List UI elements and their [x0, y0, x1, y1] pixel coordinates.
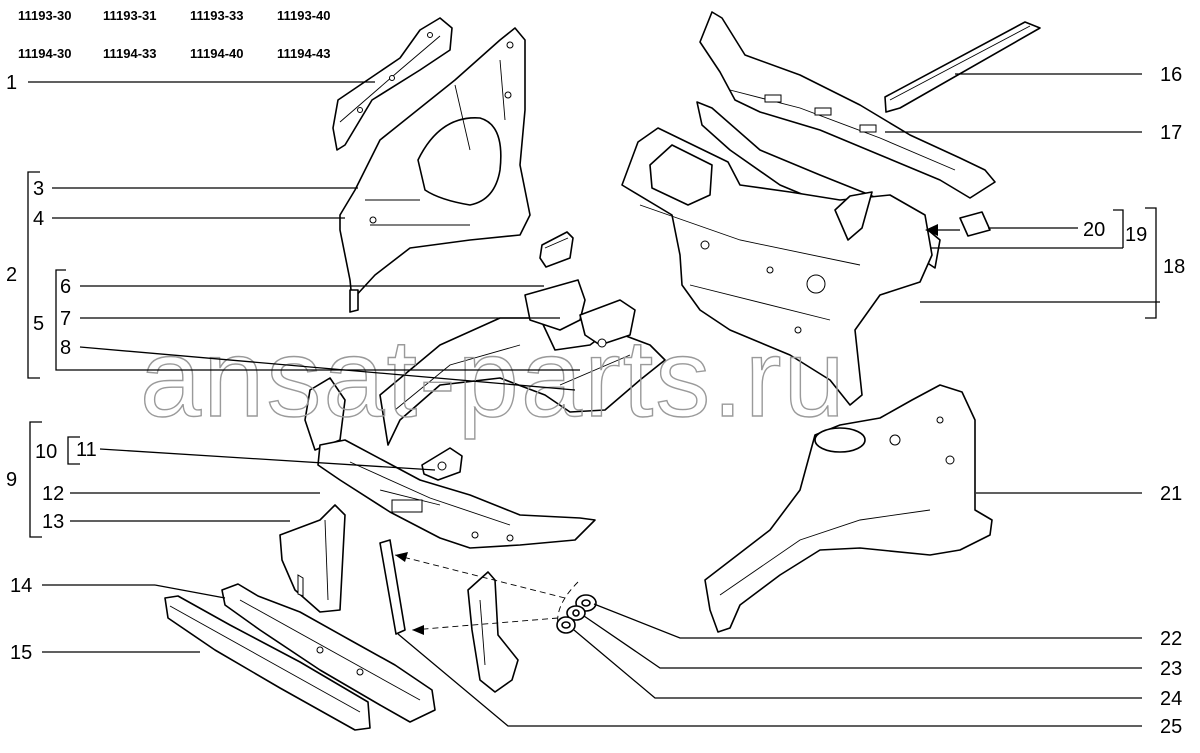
callout-2: 2	[6, 264, 17, 286]
part-15-bumper-beam	[164, 595, 371, 731]
model-code: 11194-33	[103, 46, 157, 61]
callout-18: 18	[1163, 256, 1185, 278]
leader-lines	[27, 73, 1160, 727]
callout-1: 1	[6, 72, 17, 94]
model-code: 11193-33	[190, 8, 244, 23]
callout-7: 7	[60, 308, 71, 330]
callout-5: 5	[33, 313, 44, 335]
model-code: 11194-30	[18, 46, 72, 61]
part-1-upper-rail	[332, 17, 453, 151]
model-code: 11193-30	[18, 8, 72, 23]
part-25-strip	[379, 539, 406, 635]
watermark: ansat-parts.ru	[140, 317, 847, 440]
model-code: 11193-40	[277, 8, 331, 23]
part-10-11-crossmember	[304, 377, 463, 481]
callout-9: 9	[6, 469, 17, 491]
part-13-bracket	[279, 504, 346, 613]
callout-10: 10	[35, 441, 57, 463]
model-codes: 11193-30 11193-31 11193-33 11193-40 1119…	[18, 8, 331, 61]
callout-17: 17	[1160, 122, 1182, 144]
callout-19: 19	[1125, 224, 1147, 246]
model-code: 11193-31	[103, 8, 157, 23]
callout-15: 15	[10, 642, 32, 664]
part-22-24-fasteners	[556, 594, 597, 634]
part-20-pad	[959, 211, 991, 237]
callout-13: 13	[42, 511, 64, 533]
part-21-side-member	[704, 384, 993, 633]
part-18-dash-panel	[621, 127, 933, 406]
callout-24: 24	[1160, 688, 1182, 710]
callout-16: 16	[1160, 64, 1182, 86]
callout-25: 25	[1160, 716, 1182, 738]
callout-23: 23	[1160, 658, 1182, 680]
callout-14: 14	[10, 575, 32, 597]
part-17-cowl	[699, 11, 996, 199]
callout-22: 22	[1160, 628, 1182, 650]
callout-20: 20	[1083, 219, 1105, 241]
part-14-crossmember	[221, 583, 436, 723]
callout-8: 8	[60, 337, 71, 359]
part-3-4-wheel-arch	[339, 27, 531, 313]
callout-3: 3	[33, 178, 44, 200]
model-code: 11194-43	[277, 46, 331, 61]
callout-numbers: 1 2 3 4 5 6 7 8 9 10 11 12 13 14 15 16 1…	[6, 64, 1185, 738]
part-side-bracket	[467, 571, 519, 693]
callout-11: 11	[76, 439, 97, 461]
callout-4: 4	[33, 208, 44, 230]
part-6-bracket	[539, 231, 574, 268]
callout-6: 6	[60, 276, 71, 298]
model-code: 11194-40	[190, 46, 244, 61]
callout-12: 12	[42, 483, 64, 505]
callout-21: 21	[1160, 483, 1182, 505]
part-16-seal	[884, 21, 1041, 113]
